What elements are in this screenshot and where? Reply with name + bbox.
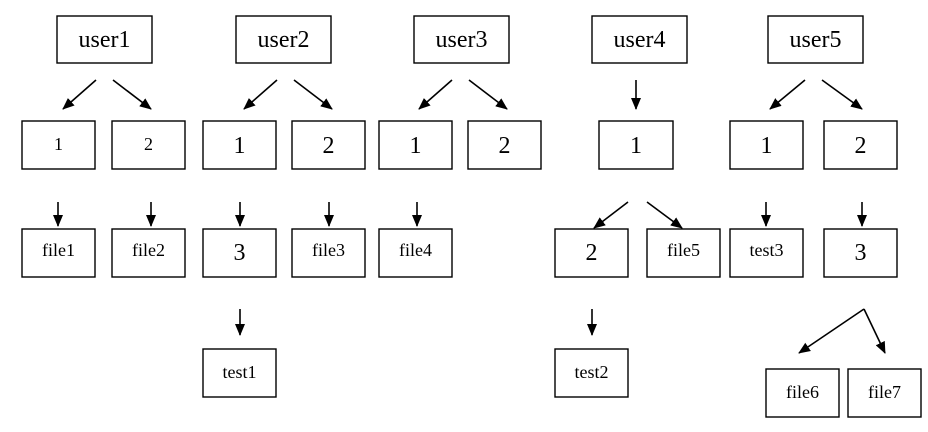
file4-node: file4 (378, 228, 453, 278)
user3-dir1-node: 1 (378, 120, 453, 170)
user3-dir2-node: 2 (467, 120, 542, 170)
file2-label: file2 (132, 240, 165, 260)
test3-label: test3 (750, 240, 784, 260)
test2-node: test2 (554, 348, 629, 398)
user2-dir2-label: 2 (323, 133, 335, 159)
user2-dir1-node: 1 (202, 120, 277, 170)
user3-dir2-label: 2 (499, 133, 511, 159)
arrow-u4dir1-file5 (646, 201, 683, 229)
file1-label: file1 (42, 240, 75, 260)
file3-node: file3 (291, 228, 366, 278)
user5-dir2-label: 2 (855, 133, 867, 159)
user4-dir1-label: 1 (630, 133, 642, 159)
file6-label: file6 (786, 382, 819, 402)
user2-label: user2 (258, 27, 310, 53)
file6-node: file6 (765, 368, 840, 418)
user1-dir1-node: 1 (21, 120, 96, 170)
arrow-user2-dir1 (243, 79, 278, 110)
file5-label: file5 (667, 240, 700, 260)
test1-node: test1 (202, 348, 277, 398)
arrow-user1-dir2 (112, 79, 152, 110)
user2-dir1-label: 1 (234, 133, 246, 159)
arrow-u5dir3-file6 (798, 308, 865, 354)
arrow-user5-dir1 (769, 79, 806, 110)
arrow-user2-dir2 (293, 79, 333, 110)
file3-label: file3 (312, 240, 345, 260)
user4-dir1-node: 1 (598, 120, 674, 170)
user4-dir2-node: 2 (554, 228, 629, 278)
user4-dir2-label: 2 (586, 240, 598, 266)
file2-node: file2 (111, 228, 186, 278)
arrow-u5dir3-file7 (863, 308, 886, 354)
user2-dir3-label: 3 (234, 240, 246, 266)
test2-label: test2 (575, 362, 609, 382)
arrow-user1-dir1 (62, 79, 97, 110)
file4-label: file4 (399, 240, 432, 260)
arrow-u4dir1-dir2 (593, 201, 629, 229)
user4-node: user4 (591, 15, 688, 64)
arrow-user5-dir2 (821, 79, 863, 110)
file7-node: file7 (847, 368, 922, 418)
file5-node: file5 (646, 228, 721, 278)
user5-node: user5 (767, 15, 864, 64)
user5-dir3-label: 3 (855, 240, 867, 266)
user5-label: user5 (790, 27, 842, 53)
user1-node: user1 (56, 15, 153, 64)
user3-label: user3 (436, 27, 488, 53)
test3-node: test3 (729, 228, 804, 278)
user2-dir3-node: 3 (202, 228, 277, 278)
user2-node: user2 (235, 15, 332, 64)
user5-dir1-label: 1 (761, 133, 773, 159)
user2-dir2-node: 2 (291, 120, 366, 170)
user5-dir2-node: 2 (823, 120, 898, 170)
arrow-user3-dir1 (418, 79, 453, 110)
arrows-group (53, 79, 886, 354)
user5-dir3-node: 3 (823, 228, 898, 278)
test1-label: test1 (223, 362, 257, 382)
file1-node: file1 (21, 228, 96, 278)
user1-dir2-node: 2 (111, 120, 186, 170)
user3-dir1-label: 1 (410, 133, 422, 159)
user1-dir2-label: 2 (144, 134, 153, 154)
arrow-user3-dir2 (468, 79, 508, 110)
user1-label: user1 (79, 27, 131, 53)
user5-dir1-node: 1 (729, 120, 804, 170)
file7-label: file7 (868, 382, 901, 402)
user1-dir1-label: 1 (54, 134, 63, 154)
user3-node: user3 (413, 15, 510, 64)
user4-label: user4 (614, 27, 666, 53)
